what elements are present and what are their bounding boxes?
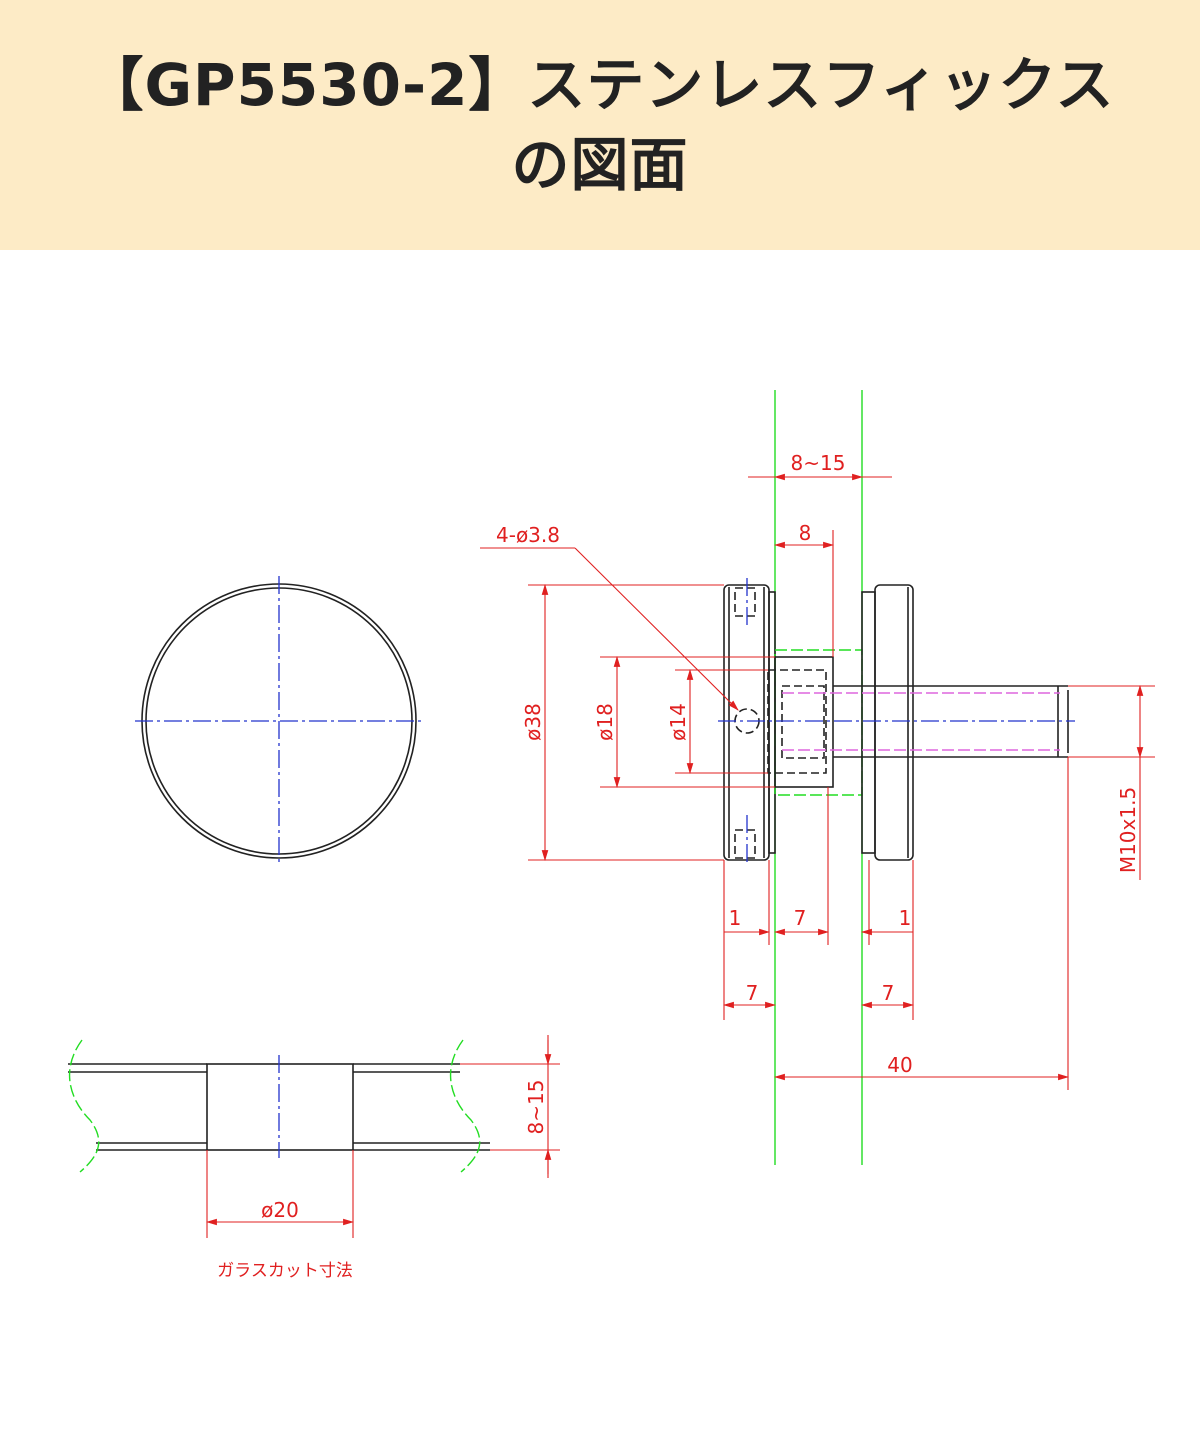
dim-right-plate: 1 xyxy=(899,906,912,930)
dim-length: 40 xyxy=(887,1053,912,1077)
dim-left-plate: 1 xyxy=(729,906,742,930)
dim-right-total: 7 xyxy=(882,981,895,1005)
header-banner: 【GP5530-2】ステンレスフィックス の図面 xyxy=(0,0,1200,250)
title-line-1: 【GP5530-2】ステンレスフィックス xyxy=(85,51,1115,119)
dim-dia-38: ø38 xyxy=(521,703,545,741)
dim-glass-thickness: 8~15 xyxy=(791,451,846,475)
glass-cut-view: 8~15 ø20 ガラスカット寸法 xyxy=(68,1035,560,1281)
dim-holes: 4-ø3.8 xyxy=(496,523,560,547)
glass-cut-hole-dia: ø20 xyxy=(261,1198,299,1222)
dim-inner-block: 8 xyxy=(799,521,812,545)
glass-cut-thickness: 8~15 xyxy=(524,1080,548,1135)
front-view xyxy=(135,576,425,866)
dim-dia-14: ø14 xyxy=(666,703,690,741)
dim-block-depth: 7 xyxy=(794,906,807,930)
side-view xyxy=(718,390,1075,1165)
dimensions: 8~15 8 4-ø3.8 ø38 ø18 ø14 M10x1.5 xyxy=(480,451,1155,1090)
dim-left-total: 7 xyxy=(746,981,759,1005)
title-line-2: の図面 xyxy=(511,131,689,199)
dim-thread: M10x1.5 xyxy=(1116,787,1140,873)
dim-dia-18: ø18 xyxy=(593,703,617,741)
glass-cut-caption: ガラスカット寸法 xyxy=(217,1261,353,1281)
